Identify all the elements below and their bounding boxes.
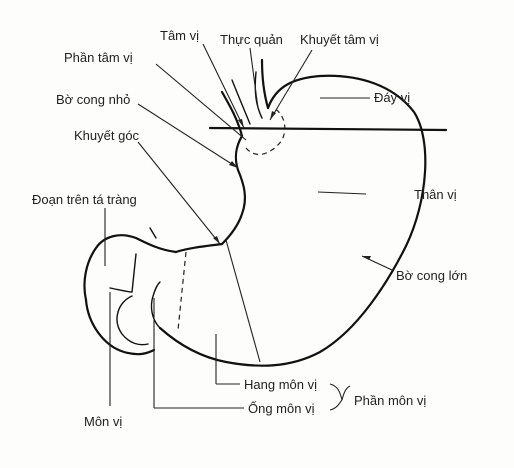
lesser-curvature-outline [220,134,247,246]
label-day-vi: Đáy vị [374,90,410,105]
pyloric-sphincter [109,253,137,293]
esophagus-inner-right [254,71,263,119]
pylorus-outline [150,281,161,329]
antrum-pointer [225,239,261,363]
label-khuyet-tam-vi: Khuyết tâm vị [300,32,379,47]
esophagus-left-wall [220,90,244,138]
cardia-dashed-region [245,107,286,156]
esophagus-inner-left [231,79,251,125]
label-hang-mon-vi: Hang môn vị [244,377,317,392]
leader-lines [104,43,393,411]
label-phan-mon-vi: Phần môn vị [354,393,426,408]
label-doan-tren-ta-trang: Đoạn trên tá tràng [32,192,137,207]
duodenum-notch [149,227,157,239]
esophagus-right-wall [260,58,270,110]
greater-curvature-outline [158,74,427,367]
label-mon-vi: Môn vị [84,414,122,429]
fundus-level-line [208,126,448,132]
label-bo-cong-lon: Bờ cong lớn [396,268,467,283]
pyloric-upper-outline [174,242,224,254]
label-khuyet-goc: Khuyết góc [74,128,140,143]
label-phan-tam-vi: Phần tâm vị [64,50,133,65]
leader-arrowheads [213,111,371,260]
label-bo-cong-nho: Bờ cong nhỏ [56,92,130,107]
label-ong-mon-vi: Ống môn vị [248,401,315,416]
label-thuc-quan: Thực quản [220,32,283,47]
antrum-boundary [177,251,187,331]
duodenum-upper-outline [83,234,178,302]
duodenum-lower-outline [84,298,156,356]
label-than-vi: Thân vị [414,187,457,202]
label-tam-vi: Tâm vị [160,28,199,43]
duodenum-inner-loop [116,295,149,346]
